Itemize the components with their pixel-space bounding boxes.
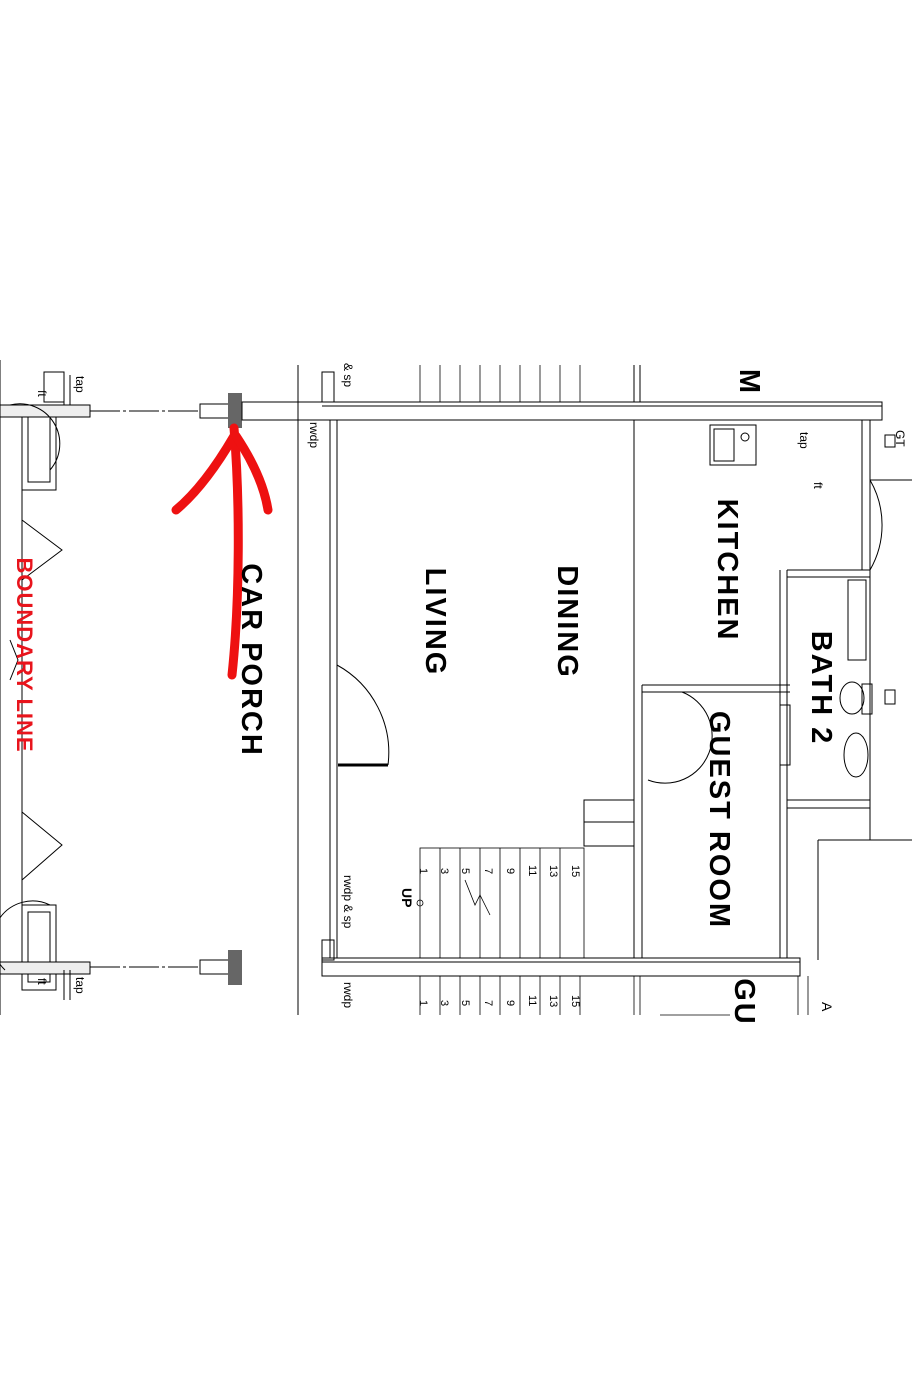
rwdp-top: rwdp	[307, 422, 321, 448]
stairs-top	[419, 365, 581, 402]
stair-numbers-main: 1 3 5 7 9 11 13 15	[417, 865, 581, 877]
a-partial-label: A	[819, 1002, 835, 1012]
gt-label: GT	[893, 430, 907, 447]
porch-column-top	[228, 393, 242, 428]
stair-number: 15	[569, 865, 581, 877]
stair-number: 11	[526, 995, 538, 1006]
tap-kitchen: tap	[797, 432, 811, 449]
stair-number: 15	[569, 995, 581, 1007]
up-label: UP	[399, 888, 415, 907]
stair-number: 9	[504, 868, 516, 874]
red-arrow-markup	[171, 423, 273, 680]
dining-label: DINING	[551, 565, 583, 679]
stair-number: 13	[547, 995, 559, 1007]
living-label: LIVING	[419, 568, 451, 677]
stair-number: 7	[482, 1000, 494, 1006]
stair-number: 3	[438, 1000, 450, 1006]
boundary-line-label: BOUNDARY LINE	[12, 557, 37, 752]
bath2-label: BATH 2	[805, 631, 837, 746]
gate-lines	[90, 403, 231, 975]
stairs-main	[416, 847, 585, 959]
porch-column-bottom	[228, 950, 242, 985]
rwdp-sp-top: & sp	[341, 363, 355, 387]
kitchen-label: KITCHEN	[711, 499, 743, 642]
ft-kitchen: ft	[811, 482, 825, 489]
guest-room-partial-label: GU	[728, 978, 760, 1026]
ft-top-left: ft	[35, 390, 49, 397]
car-porch-label: CAR PORCH	[235, 563, 267, 757]
guest-room-label: GUEST ROOM	[703, 711, 735, 929]
stair-number: 5	[459, 1000, 471, 1006]
ft-bottom-left: ft	[35, 978, 49, 985]
stairs-bottom	[419, 976, 809, 1016]
stair-numbers-lower: 1 3 5 7 9 11 13 15	[417, 995, 581, 1007]
stair-number: 5	[459, 868, 471, 874]
tap-top-left: tap	[73, 376, 87, 393]
m-partial-label: M	[733, 369, 765, 395]
stair-number: 13	[547, 865, 559, 877]
tap-bottom-left: tap	[73, 977, 87, 994]
stair-number: 3	[438, 868, 450, 874]
boundary-area	[0, 360, 91, 1015]
stair-number: 1	[417, 1000, 429, 1006]
stair-number: 7	[482, 868, 494, 874]
rwdp-bottom: rwdp	[341, 982, 355, 1008]
stair-number: 1	[417, 868, 429, 874]
building-walls	[241, 365, 912, 1015]
stair-number: 9	[504, 1000, 516, 1006]
rwdp-sp-bottom: rwdp & sp	[341, 875, 355, 929]
stair-number: 11	[526, 865, 538, 876]
